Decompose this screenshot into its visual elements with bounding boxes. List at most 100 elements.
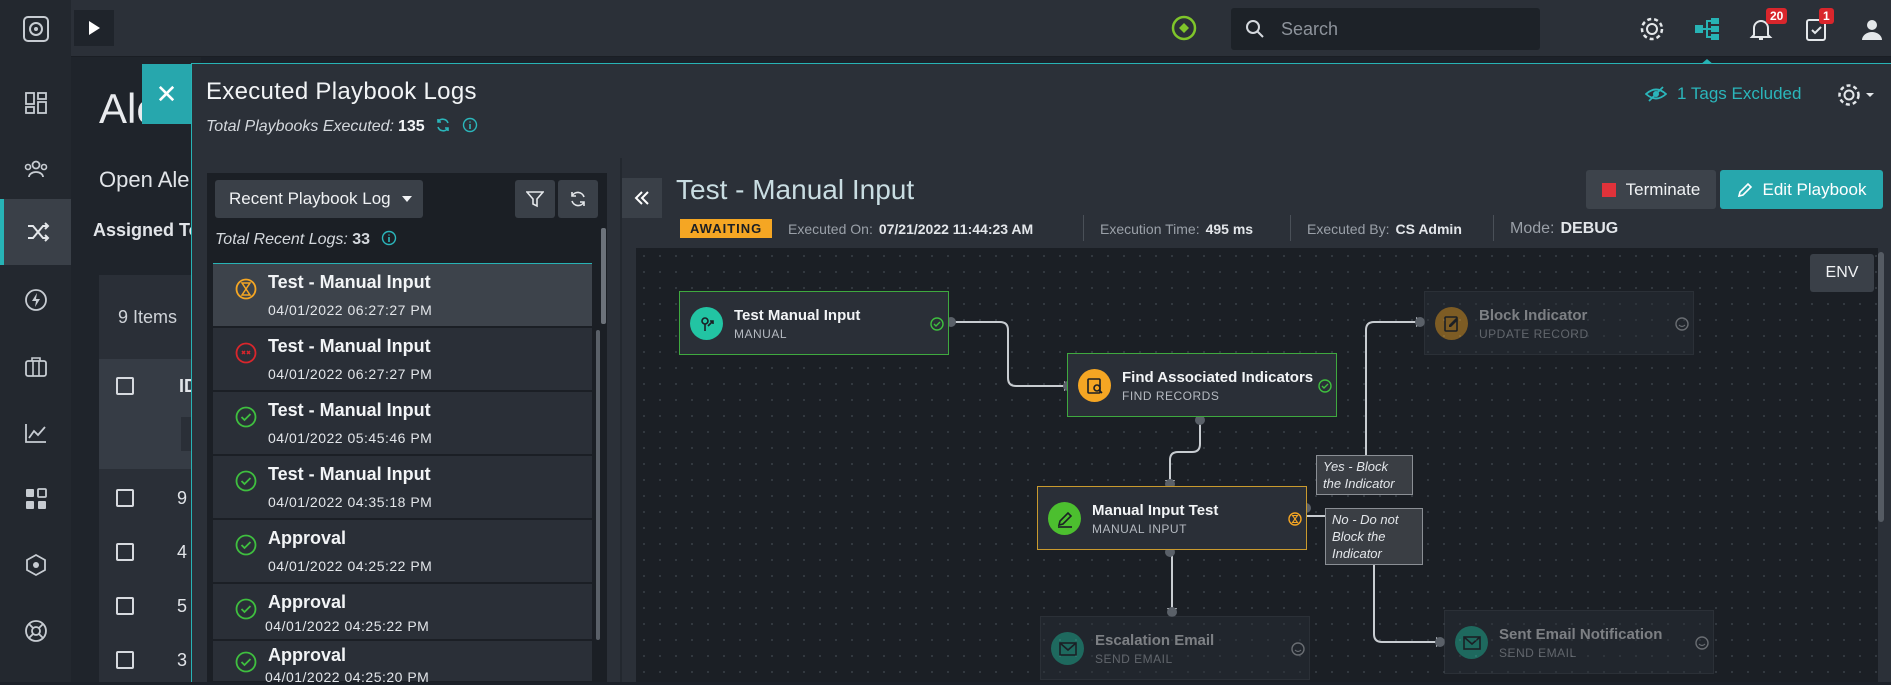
node-title: Test Manual Input <box>734 307 861 324</box>
condition-text: Yes - Block <box>1323 459 1389 474</box>
condition-text: the Indicator <box>1323 476 1395 491</box>
expand-nav-button[interactable] <box>74 10 114 46</box>
condition-text: Indicator <box>1332 546 1382 561</box>
condition-yes-label[interactable]: Yes - Block the Indicator <box>1316 455 1413 495</box>
row-checkbox[interactable] <box>116 543 134 561</box>
check-circle-icon <box>235 406 257 433</box>
assigned-filter[interactable]: Assigned To <box>93 220 200 240</box>
check-circle-icon <box>235 598 257 625</box>
refresh-icon[interactable] <box>435 117 451 133</box>
nav-automation[interactable] <box>0 199 71 265</box>
mode: Mode:DEBUG <box>1510 218 1618 240</box>
log-item[interactable]: Test - Manual Input 04/01/2022 05:45:46 … <box>213 392 592 455</box>
log-list-scrollbar[interactable] <box>596 330 600 640</box>
row-checkbox[interactable] <box>116 489 134 507</box>
node-sent-email-notification[interactable]: Sent Email Notification SEND EMAIL <box>1444 610 1714 674</box>
hourglass-icon <box>235 278 257 305</box>
condition-text: Block the <box>1332 529 1386 544</box>
gear-icon <box>1838 84 1874 106</box>
refresh-icon <box>571 191 585 207</box>
playbook-canvas[interactable] <box>636 248 1878 682</box>
log-list-scrollbar-top[interactable] <box>601 228 606 324</box>
search-placeholder: Search <box>1281 18 1339 39</box>
tags-excluded-toggle[interactable]: 1 Tags Excluded <box>1645 84 1801 104</box>
shuffle-icon <box>27 222 49 242</box>
log-item[interactable]: Test - Manual Input 04/01/2022 04:35:18 … <box>213 456 592 519</box>
condition-no-label[interactable]: No - Do not Block the Indicator <box>1325 508 1423 565</box>
log-item-date: 04/01/2022 04:35:18 PM <box>268 494 433 510</box>
nav-analytics[interactable] <box>0 403 71 463</box>
info-icon[interactable] <box>381 230 397 246</box>
connector-status-icon[interactable] <box>1170 14 1198 47</box>
search-input[interactable]: Search <box>1231 8 1540 50</box>
email-icon <box>1051 632 1084 665</box>
flow-icon <box>1695 18 1719 40</box>
refresh-logs-button[interactable] <box>558 180 598 218</box>
double-chevron-left-icon <box>634 191 649 205</box>
log-item-date: 04/01/2022 04:25:22 PM <box>265 618 430 634</box>
app-logo[interactable] <box>0 0 71 57</box>
collapse-list-button[interactable] <box>622 178 662 218</box>
nav-incidents[interactable] <box>0 270 71 330</box>
log-item-date: 04/01/2022 06:27:27 PM <box>268 366 433 382</box>
recent-log-label: Recent Playbook Log <box>229 189 391 208</box>
pending-icon <box>1695 636 1709 655</box>
settings-button[interactable] <box>1635 12 1669 46</box>
edit-playbook-label: Edit Playbook <box>1762 179 1867 199</box>
canvas-scrollbar[interactable] <box>1878 252 1884 522</box>
gear-icon <box>1640 17 1664 41</box>
nav-cases[interactable] <box>0 337 71 397</box>
drawer-settings-button[interactable] <box>1836 82 1876 113</box>
close-drawer-button[interactable]: ✕ <box>142 64 191 124</box>
node-find-associated-indicators[interactable]: Find Associated Indicators FIND RECORDS <box>1067 353 1337 417</box>
log-item[interactable]: Approval 04/01/2022 04:25:20 PM <box>213 641 592 685</box>
filter-button[interactable] <box>515 180 555 218</box>
playbook-logs-button[interactable] <box>1690 12 1724 46</box>
edit-playbook-button[interactable]: Edit Playbook <box>1720 170 1883 209</box>
email-icon <box>1455 626 1488 659</box>
terminate-button[interactable]: Terminate <box>1586 170 1716 209</box>
select-all-checkbox[interactable] <box>116 377 134 395</box>
meta-divider <box>1493 215 1494 241</box>
row-id[interactable]: 3 <box>177 650 188 670</box>
row-id[interactable]: 9 <box>177 488 188 508</box>
drawer-title: Executed Playbook Logs <box>206 78 477 105</box>
log-item[interactable]: Approval 04/01/2022 04:25:22 PM <box>213 520 592 583</box>
tasks-badge: 1 <box>1819 8 1834 24</box>
mode-value: DEBUG <box>1560 220 1619 237</box>
notifications-button[interactable]: 20 <box>1744 8 1788 46</box>
nav-widgets[interactable] <box>0 469 71 529</box>
pencil-icon <box>1737 182 1752 197</box>
user-menu-button[interactable] <box>1855 12 1889 46</box>
node-block-indicator[interactable]: Block Indicator UPDATE RECORD <box>1424 291 1694 355</box>
nav-dashboard[interactable] <box>0 73 71 133</box>
node-escalation-email[interactable]: Escalation Email SEND EMAIL <box>1040 616 1310 680</box>
row-checkbox[interactable] <box>116 651 134 669</box>
node-test-manual-input[interactable]: Test Manual Input MANUAL <box>679 291 949 355</box>
info-icon[interactable] <box>462 117 478 133</box>
node-manual-input-test[interactable]: Manual Input Test MANUAL INPUT <box>1037 486 1307 550</box>
filter-icon <box>526 191 544 208</box>
nav-threat-intel[interactable] <box>0 535 71 595</box>
row-checkbox[interactable] <box>116 597 134 615</box>
node-subtitle: SEND EMAIL <box>1499 646 1577 660</box>
check-circle-icon <box>930 317 944 336</box>
row-id[interactable]: 5 <box>177 596 188 616</box>
log-item[interactable]: Approval 04/01/2022 04:25:22 PM <box>213 584 592 640</box>
log-item[interactable]: Test - Manual Input 04/01/2022 06:27:27 … <box>213 264 592 327</box>
nav-help[interactable] <box>0 601 71 661</box>
total-playbooks-value: 135 <box>397 118 425 135</box>
log-item[interactable]: Test - Manual Input 04/01/2022 06:27:27 … <box>213 328 592 391</box>
recent-log-dropdown[interactable]: Recent Playbook Log <box>215 180 423 218</box>
user-icon <box>1862 20 1882 40</box>
tasks-button[interactable]: 1 <box>1799 8 1834 46</box>
hexagon-icon <box>25 553 46 577</box>
lifebuoy-icon <box>24 620 47 642</box>
failed-icon <box>235 342 257 369</box>
env-button[interactable]: ENV <box>1810 254 1874 292</box>
nav-teams[interactable] <box>0 139 71 199</box>
node-title: Block Indicator <box>1479 307 1588 324</box>
node-title: Escalation Email <box>1095 632 1215 649</box>
row-id[interactable]: 4 <box>177 542 188 562</box>
node-title: Sent Email Notification <box>1499 626 1663 643</box>
